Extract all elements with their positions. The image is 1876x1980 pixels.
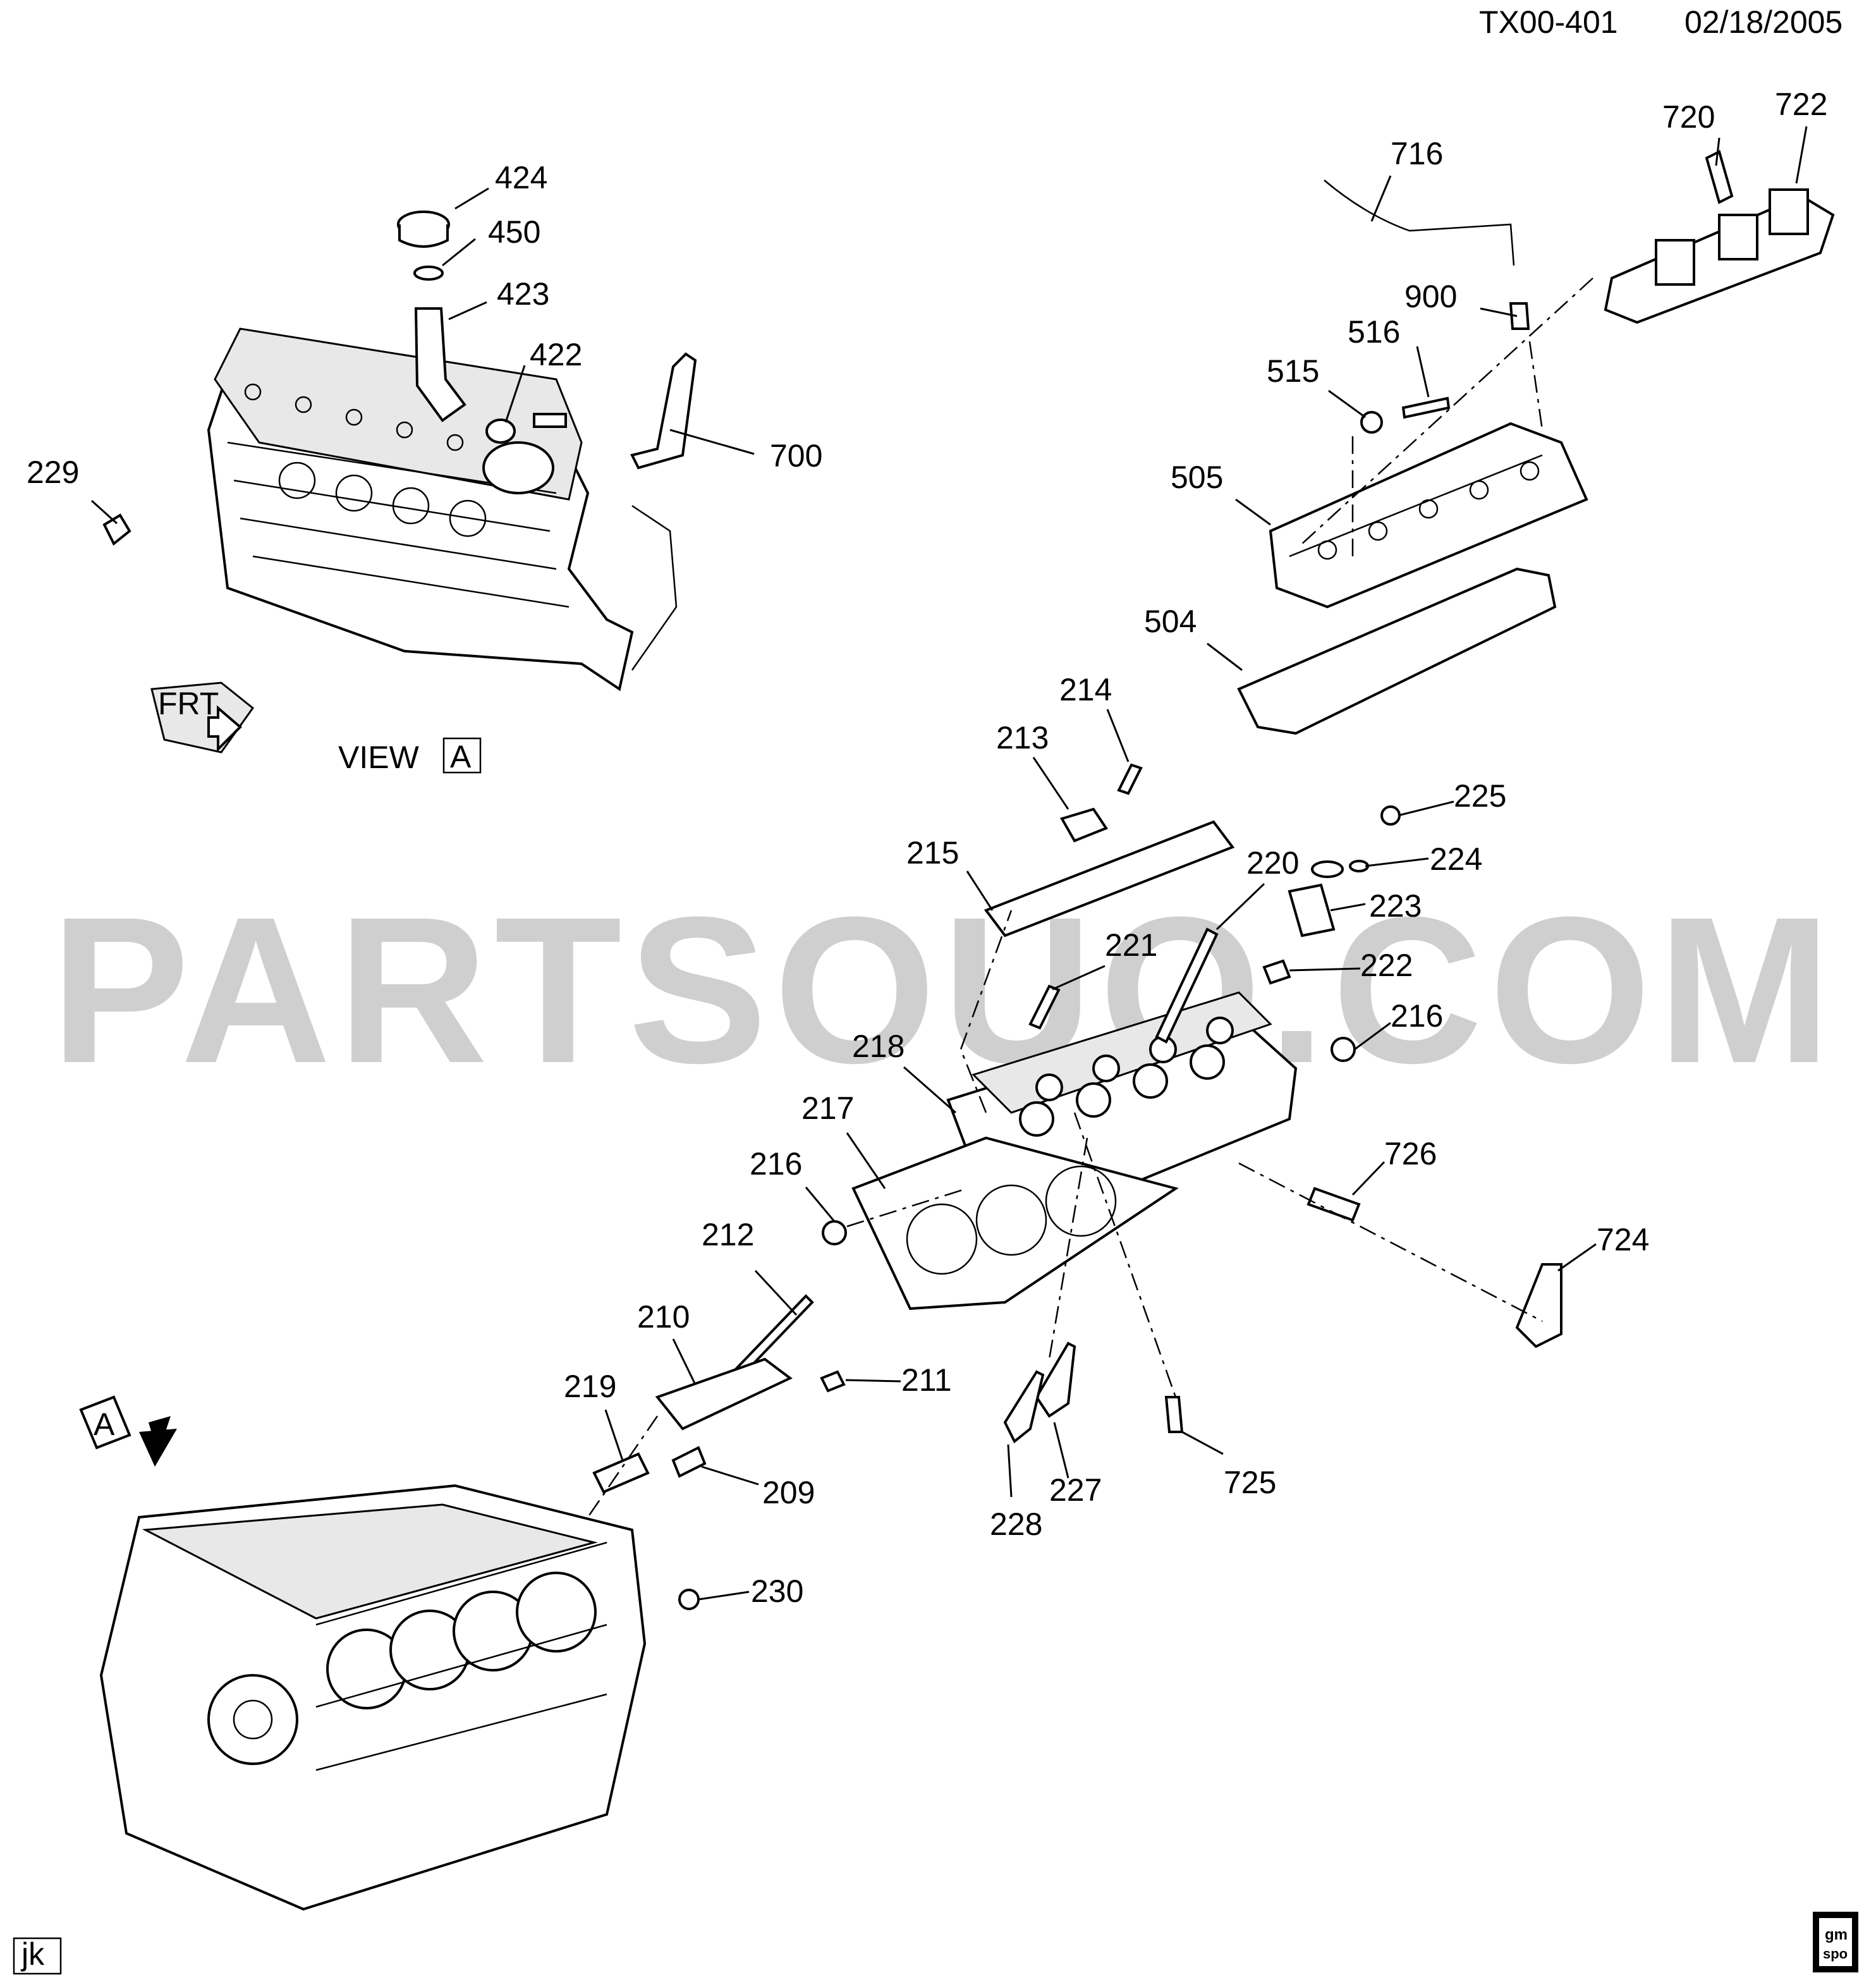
callout-227: 227 xyxy=(1049,1472,1102,1508)
valve-228 xyxy=(1003,1370,1045,1444)
callout-450: 450 xyxy=(488,214,540,250)
lifter-guide-210 xyxy=(655,1357,793,1431)
view-marker-letter: A xyxy=(450,739,472,774)
bolt-229 xyxy=(102,513,131,546)
callout-726: 726 xyxy=(1384,1136,1437,1171)
engine-block-illustration xyxy=(99,1484,647,1911)
callout-424: 424 xyxy=(495,160,547,195)
callout-219: 219 xyxy=(564,1369,616,1404)
lifter-209 xyxy=(671,1446,707,1478)
callout-228: 228 xyxy=(990,1506,1042,1542)
valve-spring-parts xyxy=(1262,805,1401,985)
view-marker-box xyxy=(442,737,482,774)
callout-labels: 424 450 423 422 700 229 716 720 722 900 … xyxy=(27,87,1827,1609)
fitting-900 xyxy=(1509,302,1530,330)
valve-227 xyxy=(1035,1341,1076,1418)
bolt-220 xyxy=(1155,927,1219,1044)
callout-900: 900 xyxy=(1404,279,1457,314)
valve-cover-505 xyxy=(1269,422,1588,609)
sensor-wire-724 xyxy=(1515,1263,1562,1348)
front-arrow-icon: FRT xyxy=(150,681,255,754)
callout-722: 722 xyxy=(1775,87,1827,122)
plug-230 xyxy=(678,1589,700,1610)
diagram-code: TX00-401 xyxy=(1479,4,1618,40)
view-a-marker-icon: A xyxy=(79,1395,177,1467)
callout-725: 725 xyxy=(1224,1465,1276,1500)
valve-lifter-219 xyxy=(592,1452,650,1494)
bolt-221 xyxy=(1028,984,1061,1030)
callout-216-upper: 216 xyxy=(1391,998,1443,1034)
callout-216-lower: 216 xyxy=(750,1146,802,1182)
callout-724: 724 xyxy=(1597,1222,1649,1257)
sensor-725 xyxy=(1164,1396,1184,1433)
callout-212: 212 xyxy=(702,1217,754,1252)
callout-700: 700 xyxy=(770,438,822,474)
gm-spo-logo: gm spo xyxy=(1813,1912,1858,1972)
plug-216-upper xyxy=(1331,1037,1356,1062)
callout-225: 225 xyxy=(1454,778,1506,814)
callout-720: 720 xyxy=(1662,99,1715,135)
rocker-arm-213 xyxy=(1060,807,1109,843)
initials-box xyxy=(13,1937,62,1975)
ignition-coil-bracket-722 xyxy=(1604,188,1835,324)
rocker-arm-support-215 xyxy=(984,820,1235,938)
callout-218: 218 xyxy=(852,1029,904,1064)
plug-216-lower xyxy=(822,1220,847,1245)
logo-gm: gm xyxy=(1825,1926,1848,1943)
grommet-515 xyxy=(1360,411,1383,434)
callout-215: 215 xyxy=(906,835,959,871)
callout-223: 223 xyxy=(1369,888,1422,924)
fitting-near-422 xyxy=(533,413,567,428)
callout-211: 211 xyxy=(901,1362,952,1398)
vent-hose-700 xyxy=(630,352,697,470)
diagram-date: 02/18/2005 xyxy=(1684,4,1842,40)
bolt-211 xyxy=(820,1370,846,1393)
callout-224: 224 xyxy=(1430,841,1482,877)
callout-504: 504 xyxy=(1144,604,1197,639)
callout-221: 221 xyxy=(1105,927,1157,963)
oil-fill-cap-assembly xyxy=(397,211,516,444)
callout-229: 229 xyxy=(27,455,79,490)
initials: jk xyxy=(20,1936,45,1972)
callout-210: 210 xyxy=(637,1299,690,1335)
stud-720 xyxy=(1705,150,1734,204)
callout-423: 423 xyxy=(497,276,549,312)
sensor-726 xyxy=(1306,1187,1361,1222)
view-label: VIEW xyxy=(338,740,420,775)
callout-220: 220 xyxy=(1246,845,1299,881)
pcv-tube-716 xyxy=(1324,180,1515,266)
logo-spo: spo xyxy=(1823,1946,1848,1962)
gasket-504 xyxy=(1237,567,1557,735)
callout-217: 217 xyxy=(801,1091,854,1126)
callout-214: 214 xyxy=(1059,672,1112,707)
callout-222: 222 xyxy=(1360,948,1413,983)
leader-lines xyxy=(90,126,1808,1601)
callout-516: 516 xyxy=(1348,314,1400,350)
callout-505: 505 xyxy=(1171,460,1223,495)
callout-209: 209 xyxy=(762,1475,815,1510)
engine-top-view-illustration xyxy=(207,327,678,692)
bolt-214 xyxy=(1117,763,1143,795)
view-a-marker-text: A xyxy=(94,1407,115,1442)
front-arrow-label: FRT xyxy=(158,686,219,721)
head-gasket-217 xyxy=(851,1136,1179,1311)
callout-213: 213 xyxy=(996,720,1049,755)
callout-515: 515 xyxy=(1267,353,1319,389)
watermark: PARTSOUQ.COM xyxy=(51,873,1837,1106)
callout-230: 230 xyxy=(751,1574,803,1609)
callout-422: 422 xyxy=(530,337,582,372)
bolt-516 xyxy=(1401,396,1451,419)
callout-716: 716 xyxy=(1391,136,1443,171)
